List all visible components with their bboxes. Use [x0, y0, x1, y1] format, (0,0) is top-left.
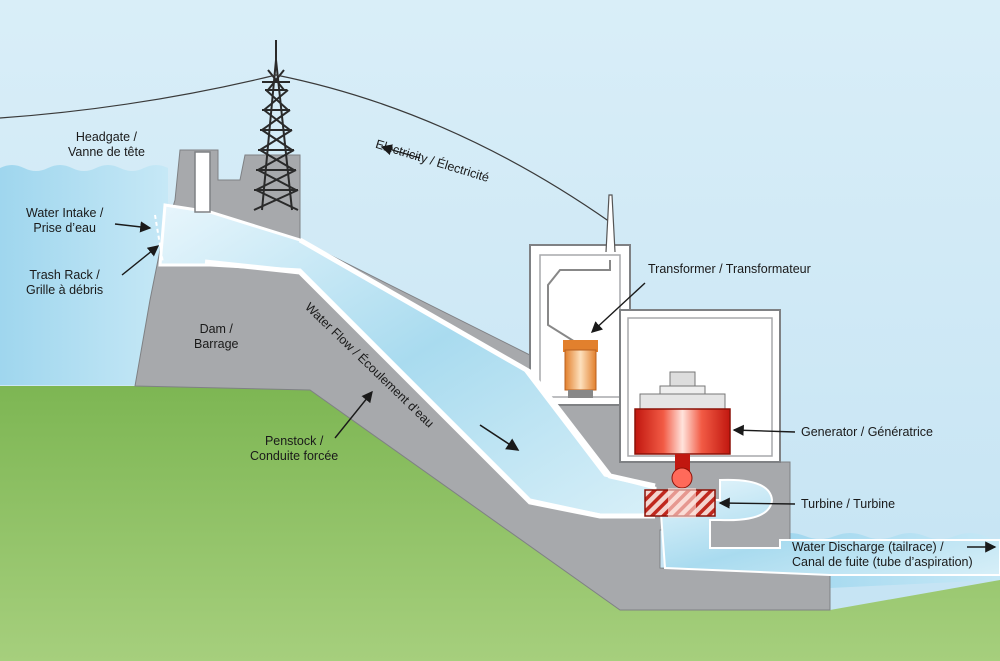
turbine-runner — [668, 488, 696, 518]
label-headgate-fr: Vanne de tête — [68, 145, 145, 159]
label-turbine: Turbine / Turbine — [801, 497, 896, 511]
label-dam-fr: Barrage — [194, 337, 239, 351]
penstock-lower-wall — [204, 259, 655, 519]
label-dam-en: Dam / — [199, 322, 233, 336]
turbine-arrow — [718, 497, 796, 509]
label-intake-fr: Prise d’eau — [33, 221, 96, 235]
label-dam: Dam / Barrage — [194, 322, 238, 352]
transformer-base — [568, 390, 593, 398]
headgate — [194, 151, 211, 213]
label-discharge-en: Water Discharge (tailrace) / — [792, 540, 944, 554]
ground — [0, 386, 1000, 661]
shaft-coupling — [671, 467, 693, 489]
label-trashrack-en: Trash Rack / — [29, 268, 100, 282]
generator-cap — [659, 385, 706, 395]
trashrack-arrow — [121, 245, 160, 276]
shaft — [675, 454, 690, 472]
insulator-mast — [605, 194, 616, 253]
generator-housing — [639, 393, 726, 410]
label-headgate-en: Headgate / — [75, 130, 138, 144]
transformer-wire — [547, 260, 611, 346]
label-trashrack-fr: Grille à débris — [26, 283, 104, 297]
label-water-intake: Water Intake / Prise d’eau — [26, 206, 103, 236]
label-trash-rack: Trash Rack / Grille à débris — [26, 268, 103, 298]
electricity-arrow — [380, 144, 421, 159]
power-line — [0, 74, 611, 223]
transformer-top — [563, 340, 598, 352]
label-penstock: Penstock / Conduite forcée — [250, 434, 338, 464]
transformer-arrow — [590, 282, 646, 333]
label-headgate: Headgate / Vanne de tête — [68, 130, 145, 160]
label-intake-en: Water Intake / — [26, 206, 104, 220]
generator-arrow — [732, 424, 796, 436]
label-transformer: Transformer / Transformateur — [648, 262, 811, 276]
reservoir — [0, 165, 168, 385]
exciter — [669, 371, 696, 387]
label-penstock-en: Penstock / — [264, 434, 324, 448]
transformer — [564, 349, 597, 391]
flow-arrow — [479, 424, 520, 451]
trash-rack — [154, 214, 164, 264]
intake-arrow — [114, 221, 152, 233]
transmission-tower — [253, 40, 299, 211]
label-discharge-fr: Canal de fuite (tube d’aspiration) — [792, 555, 973, 569]
penstock-arrow — [334, 390, 373, 439]
label-generator: Generator / Génératrice — [801, 425, 934, 439]
label-discharge: Water Discharge (tailrace) / Canal de fu… — [792, 540, 973, 570]
label-penstock-fr: Conduite forcée — [250, 449, 339, 463]
penstock-upper-wall — [298, 237, 656, 489]
generator — [634, 408, 731, 455]
